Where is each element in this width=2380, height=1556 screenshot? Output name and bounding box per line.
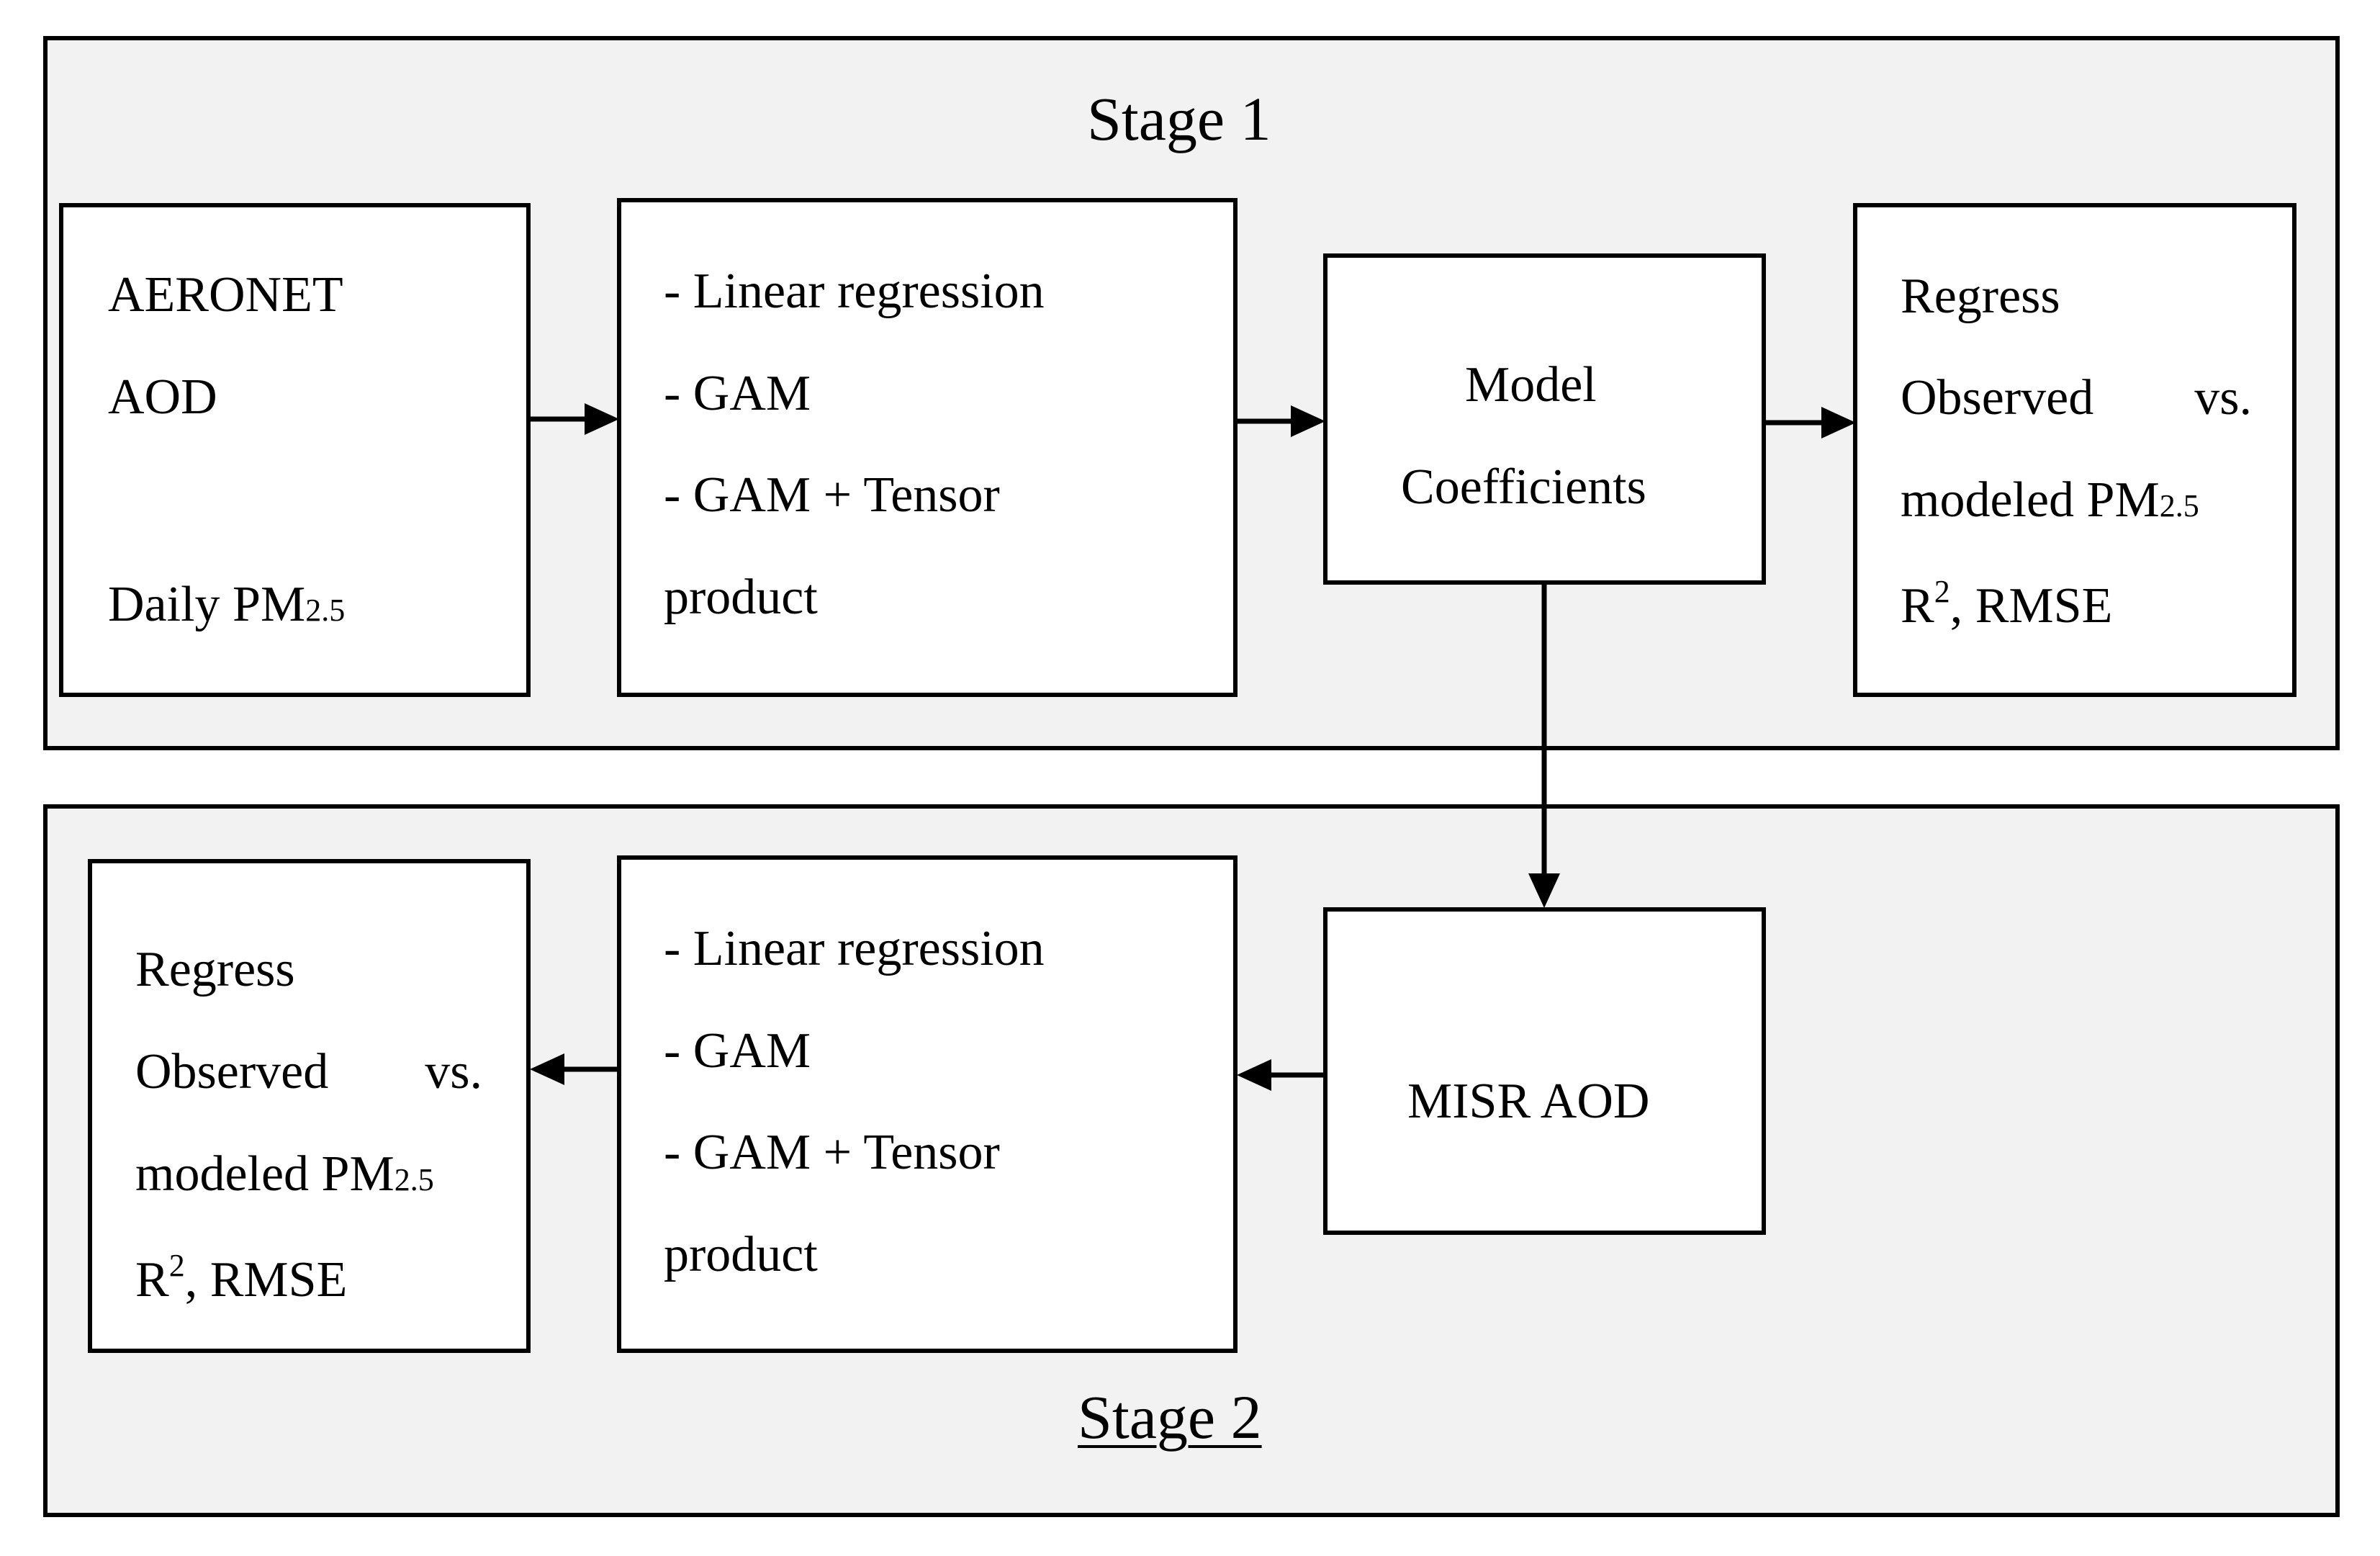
eval-line-modeled-pm25: modeled PM2.5: [1901, 472, 2199, 528]
eval-line-r2-rmse: R2, RMSE: [1901, 574, 2113, 634]
model-item-product: product: [664, 570, 818, 625]
model-item-product: product: [664, 1227, 818, 1282]
stage-1-models-box: [617, 198, 1238, 697]
arrowhead: [585, 403, 619, 435]
arrowhead: [1291, 405, 1325, 437]
model-item-gam-tensor: - GAM + Tensor: [664, 1125, 1000, 1180]
arrowhead: [1528, 873, 1560, 908]
arrowhead: [1237, 1059, 1271, 1091]
eval-line-regress: Regress: [1901, 269, 2060, 324]
model-coefficients-box: [1323, 253, 1766, 585]
model-item-gam-tensor: - GAM + Tensor: [664, 467, 1000, 523]
stage-2-title: Stage 2: [1078, 1382, 1262, 1452]
stage-1-evaluation-box: [1853, 203, 2296, 697]
model-item-gam: - GAM: [664, 1023, 811, 1079]
misr-aod-box: [1323, 907, 1766, 1235]
arrowhead: [530, 1053, 564, 1085]
eval-line-modeled-pm25: modeled PM2.5: [135, 1146, 434, 1202]
input-line-daily-pm25: Daily PM2.5: [108, 577, 346, 632]
model-item-linear-regression: - Linear regression: [664, 921, 1045, 976]
arrowhead: [1821, 407, 1856, 439]
stage-2-models-box: [617, 855, 1238, 1353]
input-line-aeronet: AERONET: [108, 267, 343, 323]
misr-aod-label: MISR AOD: [1407, 1074, 1650, 1129]
coefficients-line-model: Model: [1465, 357, 1597, 413]
stage-1-title: Stage 1: [1087, 84, 1271, 153]
coefficients-line-coefficients: Coefficients: [1401, 459, 1646, 515]
stage-1-input-box: [59, 203, 531, 697]
eval-line-r2-rmse: R2, RMSE: [135, 1248, 348, 1308]
eval-line-regress: Regress: [135, 942, 295, 997]
model-item-linear-regression: - Linear regression: [664, 264, 1045, 319]
stage-2-evaluation-box: [88, 859, 531, 1353]
model-item-gam: - GAM: [664, 366, 811, 421]
input-line-aod: AOD: [108, 369, 217, 425]
